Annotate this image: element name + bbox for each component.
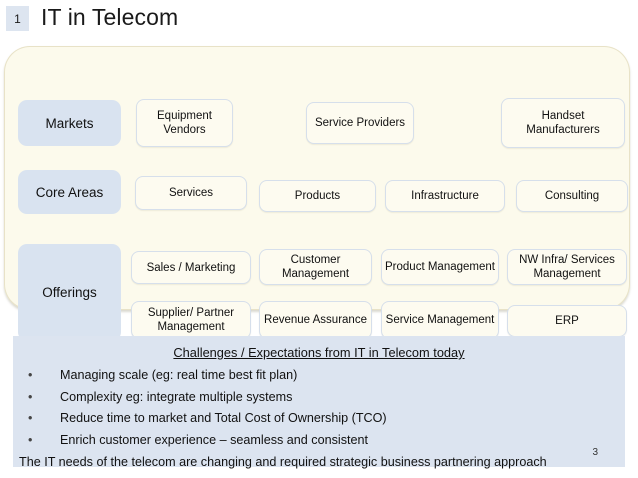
challenges-bullet-list: • Managing scale (eg: real time best fit… [13, 365, 625, 451]
list-item: • Reduce time to market and Total Cost o… [13, 408, 625, 430]
core-areas-item-products[interactable]: Products [259, 180, 376, 212]
list-item-label: Complexity eg: integrate multiple system… [60, 389, 293, 404]
list-item: • Enrich customer experience – seamless … [13, 430, 625, 452]
markets-item-service-providers[interactable]: Service Providers [306, 102, 414, 144]
offerings-item-product-management[interactable]: Product Management [381, 249, 499, 285]
slide-header: 1 IT in Telecom [0, 0, 638, 38]
page-number: 3 [592, 447, 598, 458]
bullet-glyph: • [28, 432, 33, 447]
row-label-markets[interactable]: Markets [18, 100, 121, 146]
challenges-panel: Challenges / Expectations from IT in Tel… [13, 336, 625, 469]
list-item: • Managing scale (eg: real time best fit… [13, 365, 625, 387]
offerings-item-service-management[interactable]: Service Management [381, 301, 499, 339]
markets-item-handset-manufacturers[interactable]: Handset Manufacturers [501, 98, 625, 148]
core-areas-item-services[interactable]: Services [135, 176, 247, 210]
offerings-item-customer-management[interactable]: Customer Management [259, 249, 372, 285]
core-areas-item-consulting[interactable]: Consulting [516, 180, 628, 212]
bullet-glyph: • [28, 389, 33, 404]
offerings-item-nw-infra-services-management[interactable]: NW Infra/ Services Management [507, 249, 627, 285]
list-item-label: Enrich customer experience – seamless an… [60, 432, 368, 447]
offerings-item-erp[interactable]: ERP [507, 305, 627, 337]
challenges-heading: Challenges / Expectations from IT in Tel… [173, 345, 465, 360]
slide-number-badge: 1 [6, 6, 29, 31]
diagram-panel: Markets Equipment Vendors Service Provid… [4, 46, 630, 341]
page-title: IT in Telecom [41, 4, 179, 30]
offerings-item-revenue-assurance[interactable]: Revenue Assurance [259, 301, 372, 339]
list-item-label: Managing scale (eg: real time best fit p… [60, 368, 298, 382]
core-areas-item-infrastructure[interactable]: Infrastructure [385, 180, 505, 212]
list-item: • Complexity eg: integrate multiple syst… [13, 387, 625, 409]
offerings-item-sales-marketing[interactable]: Sales / Marketing [131, 251, 251, 284]
list-item-label: Reduce time to market and Total Cost of … [60, 411, 387, 425]
bullet-glyph: • [28, 368, 33, 382]
row-label-offerings[interactable]: Offerings [18, 244, 121, 341]
markets-item-equipment-vendors[interactable]: Equipment Vendors [136, 99, 233, 147]
offerings-item-supplier-partner-management[interactable]: Supplier/ Partner Management [131, 301, 251, 339]
challenges-closing-statement: The IT needs of the telecom are changing… [19, 455, 547, 469]
bullet-glyph: • [28, 411, 33, 425]
row-label-core-areas[interactable]: Core Areas [18, 170, 121, 214]
